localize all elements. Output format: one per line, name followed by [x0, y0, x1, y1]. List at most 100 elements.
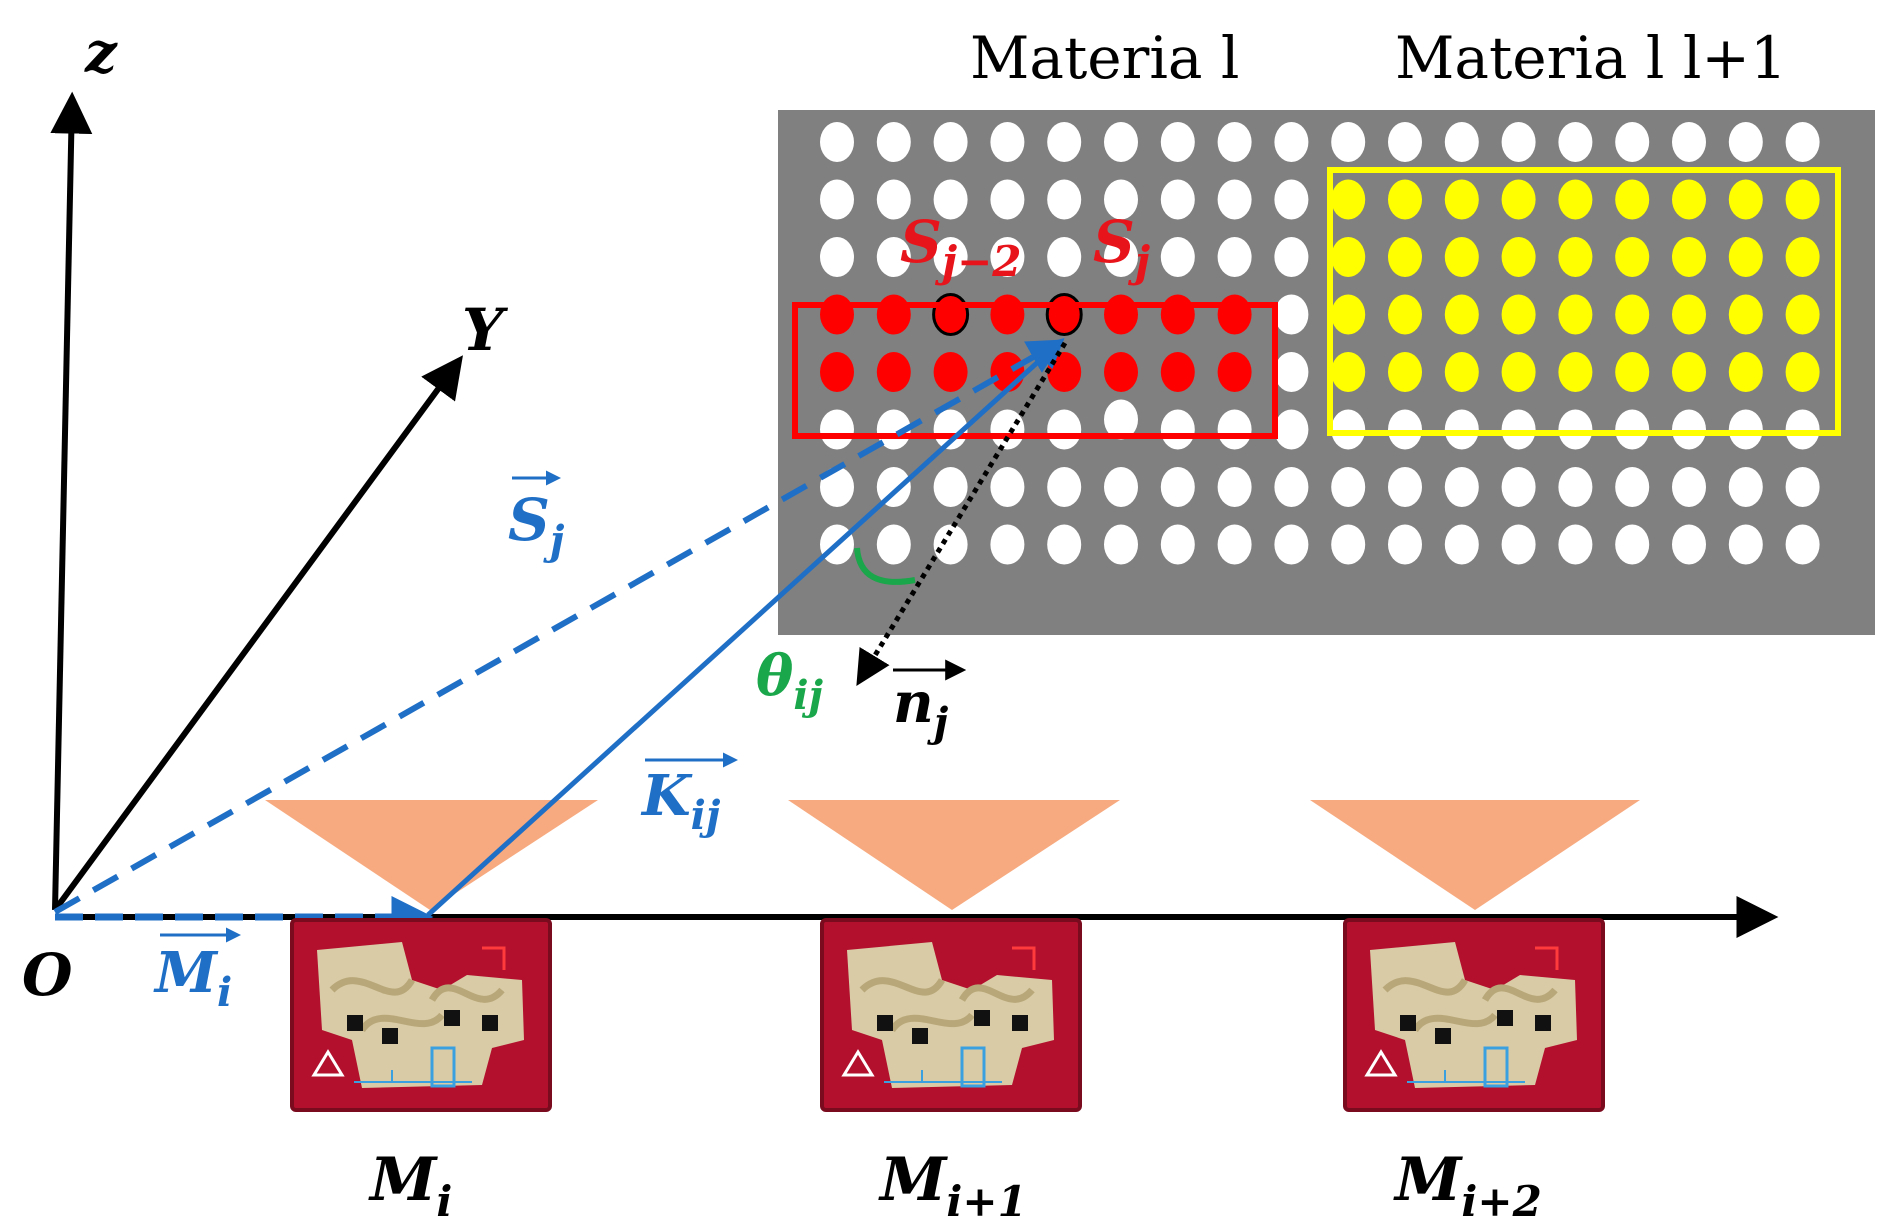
- grid-dot: [1728, 352, 1763, 392]
- n-j-vector-label: nj: [893, 659, 967, 746]
- grid-dot: [990, 179, 1025, 220]
- grid-dot: [990, 122, 1025, 162]
- grid-dot: [1444, 294, 1479, 335]
- vector-k-ij: [426, 337, 1065, 917]
- grid-dot: [1558, 122, 1593, 162]
- grid-dot: [1047, 467, 1082, 507]
- grid-dot: [1160, 352, 1195, 392]
- vector-s-j: [53, 339, 1065, 915]
- pcb-chip: [482, 1015, 498, 1031]
- grid-dot: [1785, 524, 1820, 565]
- sensor-grid: [820, 122, 1820, 565]
- sensor-module-2: [820, 918, 1082, 1112]
- pcb-blue-marker: [430, 1046, 456, 1088]
- grid-dot: [1388, 409, 1422, 450]
- grid-dot: [1274, 237, 1309, 277]
- grid-dot: [820, 294, 854, 335]
- svg-text:nj: nj: [893, 670, 949, 746]
- grid-dot: [1047, 409, 1082, 450]
- grid-dot: [1615, 524, 1650, 565]
- grid-dot: [1615, 467, 1650, 507]
- theta-arc: [854, 547, 916, 585]
- grid-dot: [1104, 524, 1138, 565]
- grid-dot: [1388, 467, 1422, 507]
- grid-dot: [1728, 237, 1763, 277]
- grid-dot: [1728, 409, 1763, 450]
- grid-dot: [1558, 352, 1593, 392]
- grid-dot: [876, 467, 911, 507]
- material-l-box: [792, 302, 1278, 439]
- grid-dot: [933, 524, 968, 565]
- grid-dot: [1785, 352, 1820, 392]
- grid-dot: [1217, 524, 1252, 565]
- grid-dot: [1217, 179, 1252, 220]
- grid-dot: [1672, 122, 1706, 162]
- grid-dot: [933, 179, 968, 220]
- grid-dot: [1104, 467, 1138, 507]
- grid-dot: [820, 179, 854, 220]
- grid-dot: [1331, 352, 1366, 392]
- grid-dot: [990, 409, 1025, 450]
- grid-dot: [933, 352, 968, 392]
- grid-dot: [1501, 294, 1536, 335]
- grid-dot: [1785, 237, 1820, 277]
- svg-text:Sj: Sj: [508, 486, 565, 564]
- grid-dot: [1160, 467, 1195, 507]
- pcb-chip: [1012, 1015, 1028, 1031]
- pcb-warning-icon: [1364, 1049, 1398, 1077]
- grid-dot: [990, 467, 1025, 507]
- grid-dot: [1501, 237, 1536, 277]
- s-j-label: Sj: [1093, 208, 1150, 286]
- grid-dot: [1331, 237, 1366, 277]
- pcb-blue-marker: [960, 1046, 986, 1088]
- z-axis-label: z: [84, 20, 118, 86]
- grid-dot: [1785, 467, 1820, 507]
- pcb-chip: [1400, 1015, 1416, 1031]
- grid-dot: [1274, 352, 1309, 392]
- grid-dot: [1728, 179, 1763, 220]
- grid-dot: [1331, 467, 1366, 507]
- sensor-cone-1: [265, 800, 598, 910]
- grid-dot: [1558, 237, 1593, 277]
- grid-dot: [1274, 467, 1309, 507]
- grid-dot: [1501, 409, 1536, 450]
- grid-dot: [1047, 524, 1082, 565]
- origin-label: O: [22, 941, 73, 1009]
- grid-dot: [876, 122, 911, 162]
- y-axis: [52, 355, 463, 912]
- grid-dot: [1785, 294, 1820, 335]
- grid-dot: [933, 237, 968, 277]
- s-j-minus-2-label: Sj−2: [900, 208, 1022, 286]
- grid-dot: [1274, 524, 1309, 565]
- grid-dot: [1615, 122, 1650, 162]
- grid-dot: [1444, 524, 1479, 565]
- grid-dot: [1104, 122, 1138, 162]
- grid-dot: [1728, 524, 1763, 565]
- grid-dot: [990, 237, 1025, 277]
- grid-dot: [1160, 179, 1195, 220]
- grid-dot: [1388, 294, 1422, 335]
- grid-dot: [990, 352, 1025, 392]
- grid-dot: [1501, 467, 1536, 507]
- grid-dot: [876, 294, 911, 335]
- grid-dot: [1558, 467, 1593, 507]
- grid-dot: [1501, 524, 1536, 565]
- grid-dot: [1331, 294, 1366, 335]
- grid-dot: [1444, 122, 1479, 162]
- grid-dot: [1672, 294, 1706, 335]
- pcb-chip: [1535, 1015, 1551, 1031]
- pcb-chip: [974, 1010, 990, 1026]
- theta-label: θij: [756, 643, 824, 719]
- grid-dot: [1444, 179, 1479, 220]
- grid-dot: [1047, 352, 1082, 392]
- pcb-red-marker: [1012, 946, 1036, 970]
- grid-dot: [1672, 467, 1706, 507]
- grid-dot: [1160, 409, 1195, 450]
- sensor-module-3: [1343, 918, 1605, 1112]
- point-s-j: [1045, 293, 1083, 336]
- grid-dot: [1160, 122, 1195, 162]
- grid-dot: [1217, 409, 1252, 450]
- pcb-copper: [1370, 942, 1577, 1088]
- grid-dot: [1331, 179, 1366, 220]
- grid-dot: [1274, 294, 1309, 335]
